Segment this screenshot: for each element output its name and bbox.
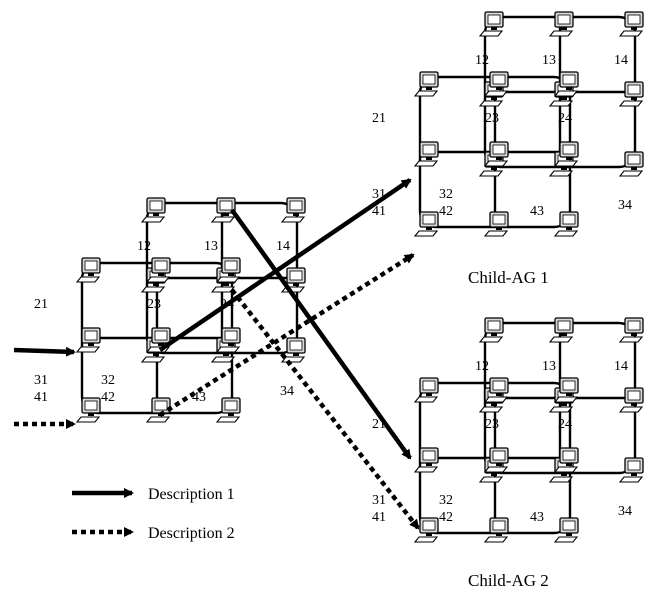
computer-icon <box>554 517 579 543</box>
computer-icon <box>484 211 509 237</box>
node-label: 12 <box>137 239 151 254</box>
node-label: 24 <box>558 111 572 126</box>
legend-label-1: Description 1 <box>148 486 235 503</box>
computer-icon <box>414 377 439 403</box>
node-label: 42 <box>439 510 453 525</box>
dotted-arrow-to-child-1 <box>158 253 415 417</box>
node-label: 42 <box>101 390 115 405</box>
computer-icon <box>281 337 306 363</box>
computer-icon <box>619 81 644 107</box>
computer-icon <box>414 141 439 167</box>
node-label: 21 <box>34 297 48 312</box>
node-label: 31 <box>34 373 48 388</box>
computer-icon <box>479 11 504 37</box>
node-label: 43 <box>192 390 206 405</box>
computer-icon <box>141 197 166 223</box>
computer-icon <box>549 317 574 343</box>
computer-icon <box>414 447 439 473</box>
node-label: 41 <box>372 510 386 525</box>
computer-icon <box>211 197 236 223</box>
node-label: 43 <box>530 510 544 525</box>
computer-icon <box>484 517 509 543</box>
computer-icon <box>146 397 171 423</box>
computer-icon <box>414 71 439 97</box>
solid-arrow-to-child-1 <box>158 178 412 352</box>
legend: Description 1 Description 2 <box>72 486 235 542</box>
node-label: 14 <box>614 53 628 68</box>
node-label: 32 <box>439 493 453 508</box>
node-label: 14 <box>614 359 628 374</box>
input-solid-arrow <box>13 346 76 357</box>
node-label: 41 <box>34 390 48 405</box>
node-label: 34 <box>618 504 632 519</box>
computer-icon <box>619 387 644 413</box>
node-label: 12 <box>475 359 489 374</box>
node-label: 42 <box>439 204 453 219</box>
computer-icon <box>549 11 574 37</box>
node-label: 13 <box>542 359 556 374</box>
node-label: 31 <box>372 493 386 508</box>
node-label: 34 <box>618 198 632 213</box>
legend-label-2: Description 2 <box>148 525 235 542</box>
computer-icon <box>281 197 306 223</box>
node-label: 13 <box>542 53 556 68</box>
dotted-arrow-to-child-2 <box>230 288 420 530</box>
computer-icon <box>76 327 101 353</box>
node-label: 13 <box>204 239 218 254</box>
node-label: 23 <box>485 111 499 126</box>
node-label: 21 <box>372 111 386 126</box>
computer-icon <box>281 267 306 293</box>
computer-icon <box>414 517 439 543</box>
computer-icon <box>479 317 504 343</box>
computer-icon <box>619 457 644 483</box>
computer-icon <box>619 317 644 343</box>
computer-icon <box>216 397 241 423</box>
computer-icon <box>619 11 644 37</box>
node-label: 32 <box>101 373 115 388</box>
computer-icon <box>76 257 101 283</box>
computer-icon <box>619 151 644 177</box>
node-label: 24 <box>558 417 572 432</box>
node-label: 23 <box>147 297 161 312</box>
connection-arrows <box>13 178 420 530</box>
node-label: 43 <box>530 204 544 219</box>
computer-icon <box>414 211 439 237</box>
child-ag-2-caption: Child-AG 2 <box>468 571 549 590</box>
node-label: 23 <box>485 417 499 432</box>
solid-arrow-to-child-2 <box>230 208 412 460</box>
node-label: 32 <box>439 187 453 202</box>
child-ag-1-caption: Child-AG 1 <box>468 268 549 287</box>
node-label: 12 <box>475 53 489 68</box>
computer-icon <box>554 211 579 237</box>
node-label: 34 <box>280 384 294 399</box>
node-label: 14 <box>276 239 290 254</box>
node-label: 41 <box>372 204 386 219</box>
computer-icon <box>76 397 101 423</box>
